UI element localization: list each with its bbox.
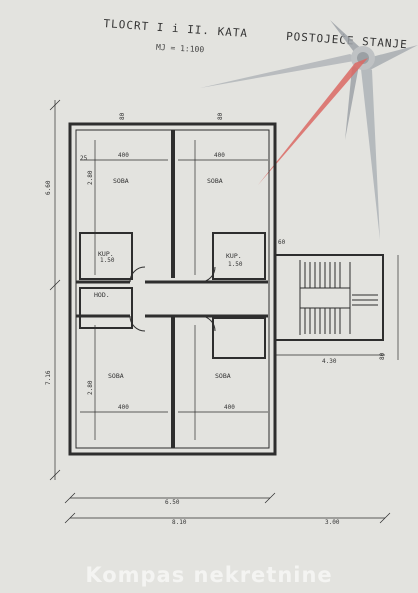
- dim-bath-width-right: 1.50: [228, 261, 243, 268]
- dim-wall-c: 25: [80, 155, 88, 162]
- bathroom-top-left: [79, 232, 133, 280]
- compass-rose-icon: [200, 20, 418, 240]
- room-label-top-right: SOBA: [207, 177, 223, 185]
- bathroom-top-right: [212, 232, 266, 280]
- dim-left-total-height: 6.60: [45, 180, 52, 195]
- dim-room-height-bl: 2.80: [87, 380, 94, 395]
- dim-total-width: 8.10: [172, 519, 187, 526]
- bath-label-top-right: KUP.: [226, 252, 242, 260]
- dim-inner-width: 6.50: [165, 499, 180, 506]
- room-label-top-left: SOBA: [113, 177, 129, 185]
- dim-stair-offset: 4.30: [322, 358, 337, 365]
- dim-stair-width: 3.00: [325, 519, 340, 526]
- dim-left-lower-height: 7.16: [45, 370, 52, 385]
- hall-label-left: HOD.: [94, 291, 110, 299]
- room-label-bottom-right: SOBA: [215, 372, 231, 380]
- watermark: Kompas nekretnine: [85, 563, 333, 587]
- dim-wall-b: 80: [217, 112, 224, 120]
- dim-wall-a: 80: [119, 112, 126, 120]
- dim-top-left-width: 400: [118, 152, 129, 159]
- dim-top-right-width: 400: [214, 152, 225, 159]
- dim-room-height-tl: 2.80: [87, 170, 94, 185]
- dim-bottom-right-width: 400: [224, 404, 235, 411]
- room-label-bottom-left: SOBA: [108, 372, 124, 380]
- bath-label-top-left: KUP.: [98, 250, 114, 258]
- dim-bottom-left-width: 400: [118, 404, 129, 411]
- dim-right-mark: 80: [379, 352, 386, 360]
- dim-bath-width-left: 1.50: [100, 257, 115, 264]
- staircase: [274, 254, 384, 341]
- dim-wall-d: 60: [278, 239, 286, 246]
